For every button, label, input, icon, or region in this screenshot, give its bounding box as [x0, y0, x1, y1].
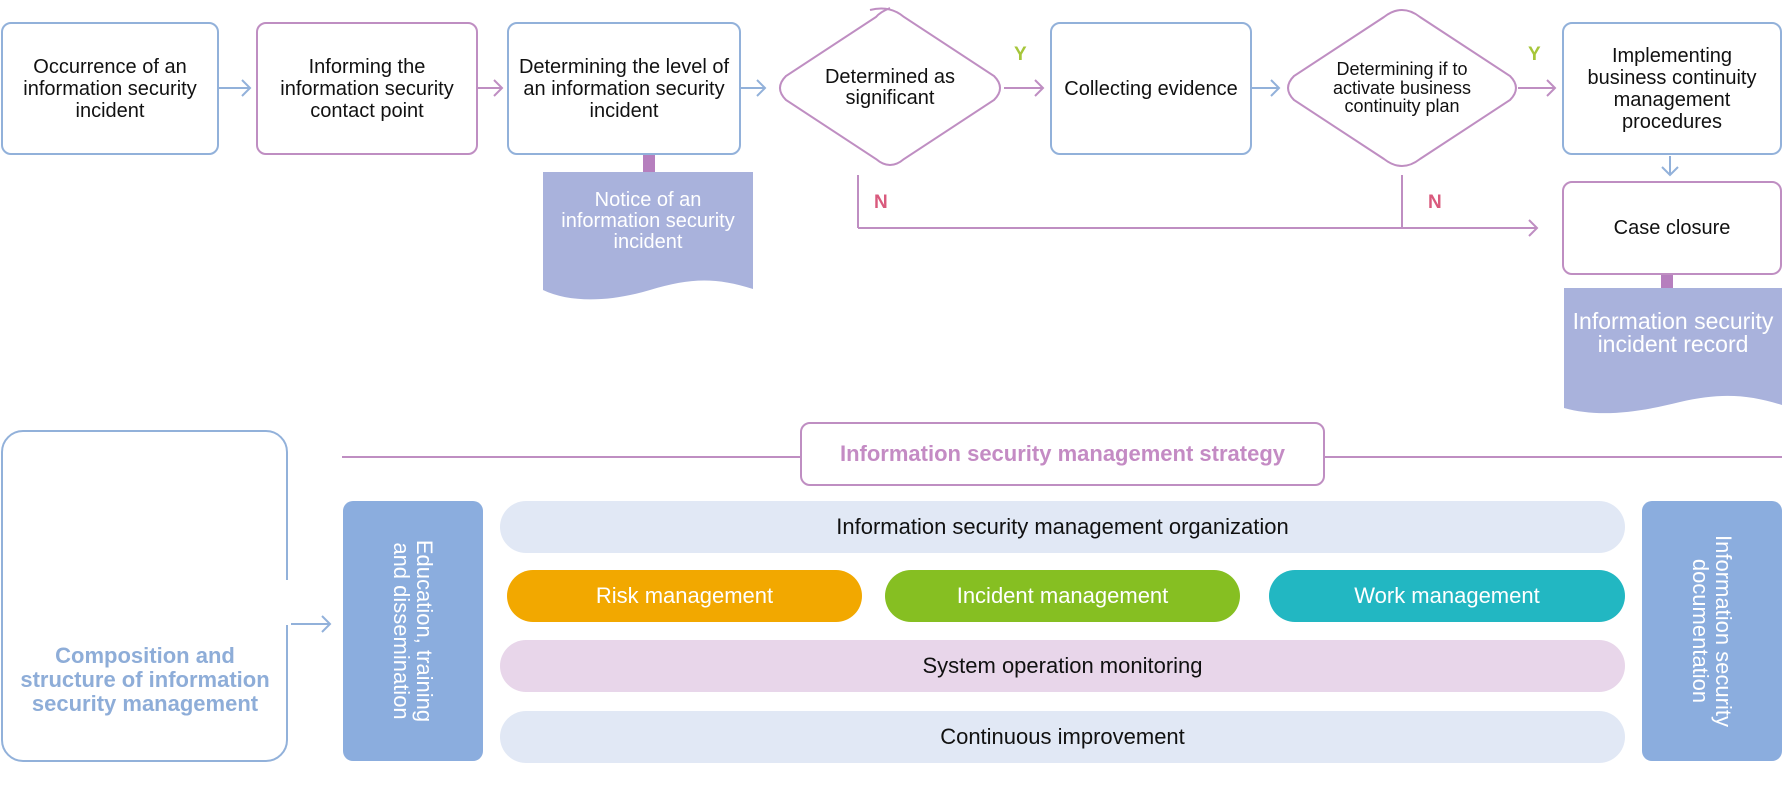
blue-arrows — [218, 79, 1679, 633]
no-label-1: N — [874, 192, 888, 213]
composition-box-gap — [285, 580, 291, 625]
monitoring-pill: System operation monitoring — [500, 640, 1625, 692]
step-determining-level-label: Determining the level of an information … — [518, 55, 730, 122]
improvement-label: Continuous improvement — [940, 724, 1185, 749]
diamond-significant — [779, 7, 1001, 166]
step-collecting-label: Collecting evidence — [1064, 77, 1238, 100]
documentation-label: Information security documentation — [1688, 535, 1737, 727]
composition-box — [1, 430, 288, 762]
step-occurrence: Occurrence of an information security in… — [1, 22, 219, 155]
purple-arrows — [342, 79, 1782, 458]
incident-management-pill: Incident management — [885, 570, 1240, 622]
yes-label-2: Y — [1528, 44, 1541, 65]
work-management-pill: Work management — [1269, 570, 1625, 622]
step-determining-level: Determining the level of an information … — [507, 22, 741, 155]
yes-label-1: Y — [1014, 44, 1027, 65]
risk-management-label: Risk management — [595, 583, 774, 608]
record-document: Information security incident record — [1572, 308, 1774, 357]
strategy-banner: Information security management strategy — [800, 422, 1325, 486]
work-management-label: Work management — [1354, 583, 1540, 608]
step-case-closure-label: Case closure — [1613, 217, 1731, 239]
strategy-label: Information security management strategy — [839, 441, 1285, 466]
step-implementing: Implementing business continuity managem… — [1562, 22, 1782, 155]
risk-management-pill: Risk management — [507, 570, 862, 622]
decision-activate-label: Determining if to activate business cont… — [1332, 58, 1472, 117]
step-implementing-label: Implementing business continuity managem… — [1587, 44, 1757, 133]
incident-management-label: Incident management — [956, 583, 1169, 608]
no-label-2: N — [1428, 192, 1442, 213]
notice-doc-shape — [543, 172, 753, 300]
notice-document: Notice of an information security incide… — [561, 189, 735, 253]
diamond-activate — [1287, 9, 1517, 167]
composition-label: Composition and structure of information… — [20, 643, 270, 716]
organization-pill: Information security management organiza… — [500, 501, 1625, 553]
education-label: Education, training and dissemination — [389, 539, 438, 723]
improvement-pill: Continuous improvement — [500, 711, 1625, 763]
education-bar: Education, training and dissemination — [343, 501, 483, 761]
organization-label: Information security management organiza… — [836, 514, 1289, 539]
step-informing: Informing the information security conta… — [256, 22, 478, 155]
record-doc-shape — [1564, 288, 1782, 414]
step-case-closure: Case closure — [1562, 181, 1782, 275]
decision-significant-label: Determined as significant — [824, 66, 956, 109]
step-collecting: Collecting evidence — [1050, 22, 1252, 155]
step-occurrence-label: Occurrence of an information security in… — [23, 55, 197, 122]
monitoring-label: System operation monitoring — [922, 653, 1203, 678]
step-informing-label: Informing the information security conta… — [280, 55, 454, 122]
documentation-bar: Information security documentation — [1642, 501, 1782, 761]
